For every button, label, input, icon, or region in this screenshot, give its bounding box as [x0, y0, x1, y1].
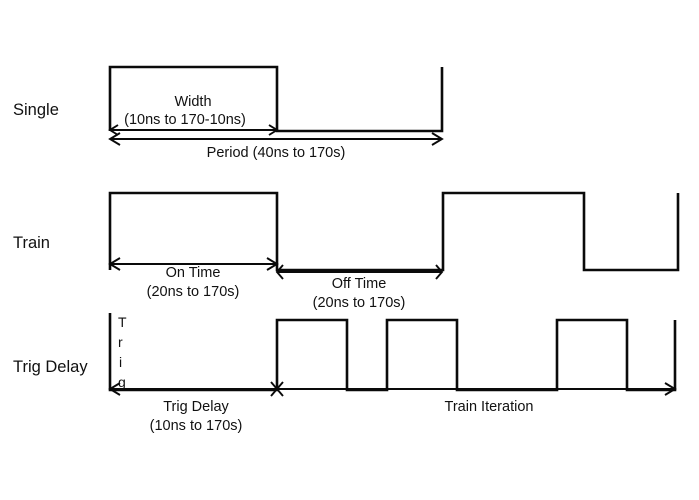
vertical-trig-char-3: g — [118, 374, 126, 390]
dimension-width — [108, 124, 279, 136]
arrowhead-right-train-iteration — [664, 382, 677, 396]
arrowhead-left-off-time — [275, 264, 284, 280]
label-width-range: (10ns to 170-10ns) — [124, 112, 246, 128]
dimension-trig-delay — [108, 381, 284, 397]
arrowhead-right-on-time — [266, 257, 279, 271]
label-period: Period (40ns to 170s) — [207, 145, 346, 161]
label-width-title: Width — [174, 94, 211, 110]
signal-row-train: Train On Time (20ns to 170s) Off Time (2… — [13, 191, 680, 311]
vertical-trig-char-2: i — [119, 354, 122, 370]
dimension-off-time — [275, 264, 444, 280]
waveform-trace-train — [108, 191, 680, 272]
dimension-on-time — [108, 257, 279, 271]
arrowhead-right-width — [268, 124, 279, 136]
arrowhead-left-period — [108, 132, 121, 146]
arrowhead-right-period — [431, 132, 444, 146]
label-off-time-title: Off Time — [332, 276, 387, 292]
arrowhead-left-on-time — [108, 257, 121, 271]
row-label-trig-delay: Trig Delay — [13, 358, 88, 376]
row-label-single: Single — [13, 101, 59, 119]
label-trig-delay-range: (10ns to 170s) — [150, 418, 243, 434]
dimension-train-iteration — [277, 382, 677, 396]
arrowhead-left-width — [108, 124, 119, 136]
arrowhead-left-trig-delay — [108, 382, 121, 396]
label-on-time-range: (20ns to 170s) — [147, 284, 240, 300]
vertical-trig-char-0: T — [118, 314, 127, 330]
signal-row-trig-delay: Trig Delay T r i g Trig Delay (10ns to 1… — [13, 313, 677, 434]
row-label-train: Train — [13, 234, 50, 252]
dimension-period — [108, 132, 444, 146]
signal-row-single: Single Width (10ns to 170-10ns) Period (… — [13, 65, 444, 161]
arrowhead-right-off-time — [435, 264, 444, 280]
label-trig-delay-title: Trig Delay — [163, 399, 229, 415]
label-off-time-range: (20ns to 170s) — [313, 295, 406, 311]
label-train-iteration: Train Iteration — [445, 399, 534, 415]
waveform-trace-single — [108, 65, 444, 133]
waveform-trace-trig-delay — [108, 313, 677, 392]
vertical-trig-char-1: r — [118, 334, 123, 350]
vertical-trig-label: T r i g — [118, 314, 127, 390]
label-on-time-title: On Time — [166, 265, 221, 281]
